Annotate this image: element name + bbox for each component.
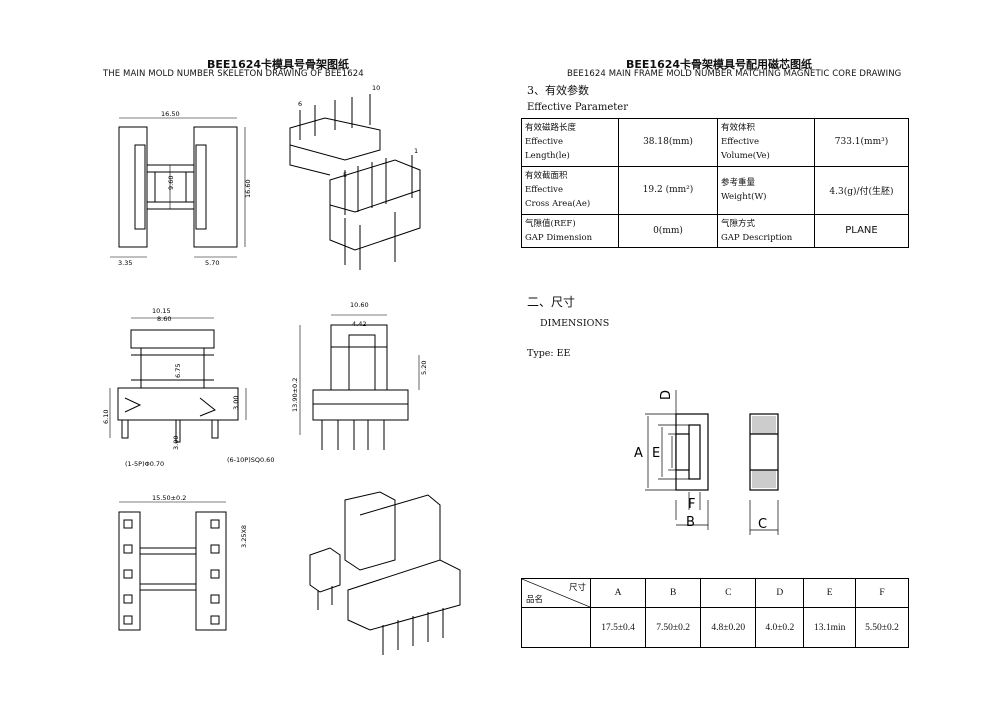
pin-label-6: 6 (298, 100, 302, 108)
dim-10.60: 10.60 (350, 301, 369, 309)
param-label: Effective (525, 185, 564, 196)
dim-value: 17.5±0.4 (589, 607, 647, 648)
dim-header-row: 尺寸 品名 A B C D E F (521, 578, 909, 608)
dim-header: E (803, 578, 856, 608)
skeleton-side-view (109, 317, 247, 443)
dim-5.70: 5.70 (205, 259, 219, 267)
dim-value: 7.50±0.2 (645, 607, 702, 648)
dim-16.50: 16.50 (161, 110, 180, 118)
skeleton-end-view (299, 314, 420, 450)
pin-label-10: 10 (372, 84, 380, 92)
param-value: 19.2 (mm²) (618, 165, 718, 215)
skeleton-top-view (118, 501, 227, 631)
dim-8.60: 8.60 (157, 315, 171, 323)
core-label-f: F (688, 497, 695, 512)
skeleton-front-view (110, 117, 246, 258)
param-label: GAP Description (721, 232, 793, 243)
dim-header: C (700, 578, 757, 608)
dim-3.00: 3.00 (232, 396, 240, 410)
param-value: 0(mm) (618, 213, 718, 249)
param-value: 4.3(g)/付(生胚) (814, 165, 909, 215)
dim-6.10: 6.10 (102, 410, 110, 424)
dim-header: D (755, 578, 805, 608)
dim-pin-round: (1-5P)Φ0.70 (125, 460, 164, 468)
skeleton-drawings: 16.50 9.60 16.60 3.35 5.70 10.15 8.60 6.… (102, 84, 461, 655)
param-row: 有效截面积 Effective Cross Area(Ae) 19.2 (mm²… (521, 165, 909, 215)
core-label-d: D (659, 390, 674, 400)
right-title-cn: BEE1624卡骨架模具号配用磁芯图纸 (626, 58, 813, 71)
corner-bottom: 品名 (526, 594, 544, 604)
corner-cell: 尺寸 品名 (521, 578, 591, 608)
dim-pin-square: (6-10P)SQ0.60 (227, 456, 274, 464)
pin-label-5: 5 (343, 171, 347, 179)
core-label-a: A (634, 446, 643, 461)
dim-value: 13.1min (803, 607, 856, 648)
param-label: 参考重量 (721, 178, 756, 189)
param-label: 有效磁路长度 (525, 123, 577, 134)
dim-3.35: 3.35 (118, 259, 132, 267)
dim-5.20: 5.20 (420, 361, 428, 375)
param-row: 气隙值(REF) GAP Dimension 0(mm) 气隙方式 GAP De… (521, 213, 909, 249)
dim-value-row: 17.5±0.4 7.50±0.2 4.8±0.20 4.0±0.2 13.1m… (521, 607, 909, 648)
dim-value: 4.8±0.20 (700, 607, 757, 648)
effective-parameter-table: 有效磁路长度 Effective Length(le) 38.18(mm) 有效… (521, 118, 909, 249)
dim-value: 5.50±0.2 (855, 607, 909, 648)
dim-header: B (645, 578, 702, 608)
left-title-en: THE MAIN MOLD NUMBER SKELETON DRAWING OF… (103, 69, 364, 79)
param-label: Effective (721, 137, 760, 148)
param-label: 气隙值(REF) (525, 218, 576, 229)
dimension-table: 尺寸 品名 A B C D E F 17.5±0.4 7.50±0.2 4.8±… (521, 578, 909, 648)
param-label: Effective (525, 137, 564, 148)
section3-title: 3、有效参数 (527, 84, 589, 97)
dim-10.15: 10.15 (152, 307, 171, 315)
param-value: 733.1(mm³) (814, 118, 909, 167)
core-label-b: B (686, 515, 695, 530)
skeleton-iso-view-2 (309, 491, 461, 655)
param-row: 有效磁路长度 Effective Length(le) 38.18(mm) 有效… (521, 118, 909, 167)
corner-top: 尺寸 (568, 582, 586, 592)
right-title-en: BEE1624 MAIN FRAME MOLD NUMBER MATCHING … (567, 69, 902, 79)
section3-subtitle: Effective Parameter (527, 102, 628, 113)
dim-header: F (855, 578, 909, 608)
ee-core-drawing: A E D F B C (634, 390, 779, 535)
core-label-c: C (758, 517, 767, 532)
dim-15.50: 15.50±0.2 (152, 494, 186, 502)
param-label: Volume(Ve) (721, 151, 770, 162)
dim-value: 4.0±0.2 (755, 607, 805, 648)
core-label-e: E (652, 446, 660, 461)
dim-6.75: 6.75 (174, 364, 182, 378)
param-label: 气隙方式 (721, 218, 756, 229)
dim-16.60: 16.60 (244, 179, 252, 198)
section2-subtitle: DIMENSIONS (540, 318, 610, 329)
dim-3.25x8: 3.25X8 (240, 525, 248, 548)
dim-header: A (589, 578, 647, 608)
dim-9.60: 9.60 (167, 176, 175, 190)
param-value: 38.18(mm) (618, 118, 718, 167)
pin-label-1: 1 (414, 147, 418, 155)
dim-3.00-b: 3.00 (172, 436, 180, 450)
param-label: GAP Dimension (525, 232, 593, 243)
left-title-cn: BEE1624卡模具号骨架图纸 (207, 58, 350, 71)
param-label: Cross Area(Ae) (525, 199, 591, 210)
section2-title: 二、尺寸 (527, 295, 576, 309)
param-label: Weight(W) (721, 192, 767, 203)
param-label: 有效体积 (721, 123, 756, 134)
param-value: PLANE (814, 213, 909, 249)
param-label: Length(le) (525, 151, 570, 162)
skeleton-iso-view-1 (289, 94, 421, 270)
dim-13.90: 13.90±0.2 (291, 378, 299, 412)
dim-4.42: 4.42 (352, 320, 366, 328)
param-label: 有效截面积 (525, 171, 568, 182)
type-label: Type: EE (527, 348, 571, 359)
